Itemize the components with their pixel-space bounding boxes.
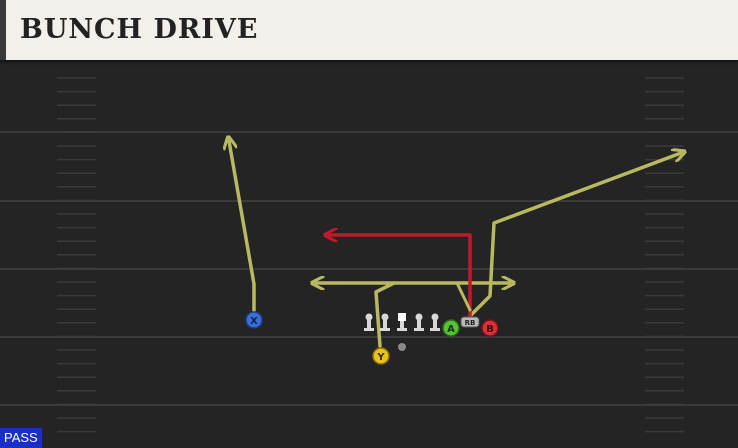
route-b-in bbox=[329, 235, 472, 318]
center-icon bbox=[397, 313, 407, 331]
yard-lines bbox=[0, 131, 738, 406]
player-rb[interactable]: RB bbox=[460, 316, 480, 328]
offensive-line bbox=[364, 313, 440, 331]
play-title: BUNCH DRIVE bbox=[20, 14, 259, 45]
field-surface bbox=[0, 60, 738, 448]
play-type-badge: PASS bbox=[0, 428, 42, 448]
route-connector bbox=[455, 281, 472, 312]
player-x[interactable]: X bbox=[245, 311, 263, 329]
player-y-label: Y bbox=[376, 352, 385, 363]
a-button-icon bbox=[442, 319, 460, 337]
y-button-icon bbox=[372, 347, 390, 365]
lineman-icon bbox=[364, 313, 374, 331]
lineman-icon bbox=[414, 313, 424, 331]
player-rb-label: RB bbox=[465, 319, 476, 327]
route-x-streak bbox=[229, 141, 256, 312]
lineman-icon bbox=[430, 313, 440, 331]
x-button-icon bbox=[245, 311, 263, 329]
lineman-icon bbox=[380, 313, 390, 331]
player-y[interactable]: Y bbox=[372, 347, 390, 365]
route-y-drag bbox=[374, 283, 510, 348]
player-x-label: X bbox=[250, 316, 258, 327]
rb-button-icon bbox=[460, 316, 480, 328]
b-button-icon bbox=[481, 319, 499, 337]
hash-marks bbox=[57, 77, 684, 433]
routes bbox=[229, 141, 681, 348]
player-b-label: B bbox=[486, 324, 494, 335]
player-a[interactable]: A bbox=[442, 319, 460, 337]
play-title-bar: BUNCH DRIVE bbox=[0, 0, 738, 60]
player-b[interactable]: B bbox=[481, 319, 499, 337]
qb-dot-icon bbox=[398, 343, 406, 351]
player-a-label: A bbox=[447, 324, 455, 335]
route-a-corner bbox=[468, 153, 681, 318]
